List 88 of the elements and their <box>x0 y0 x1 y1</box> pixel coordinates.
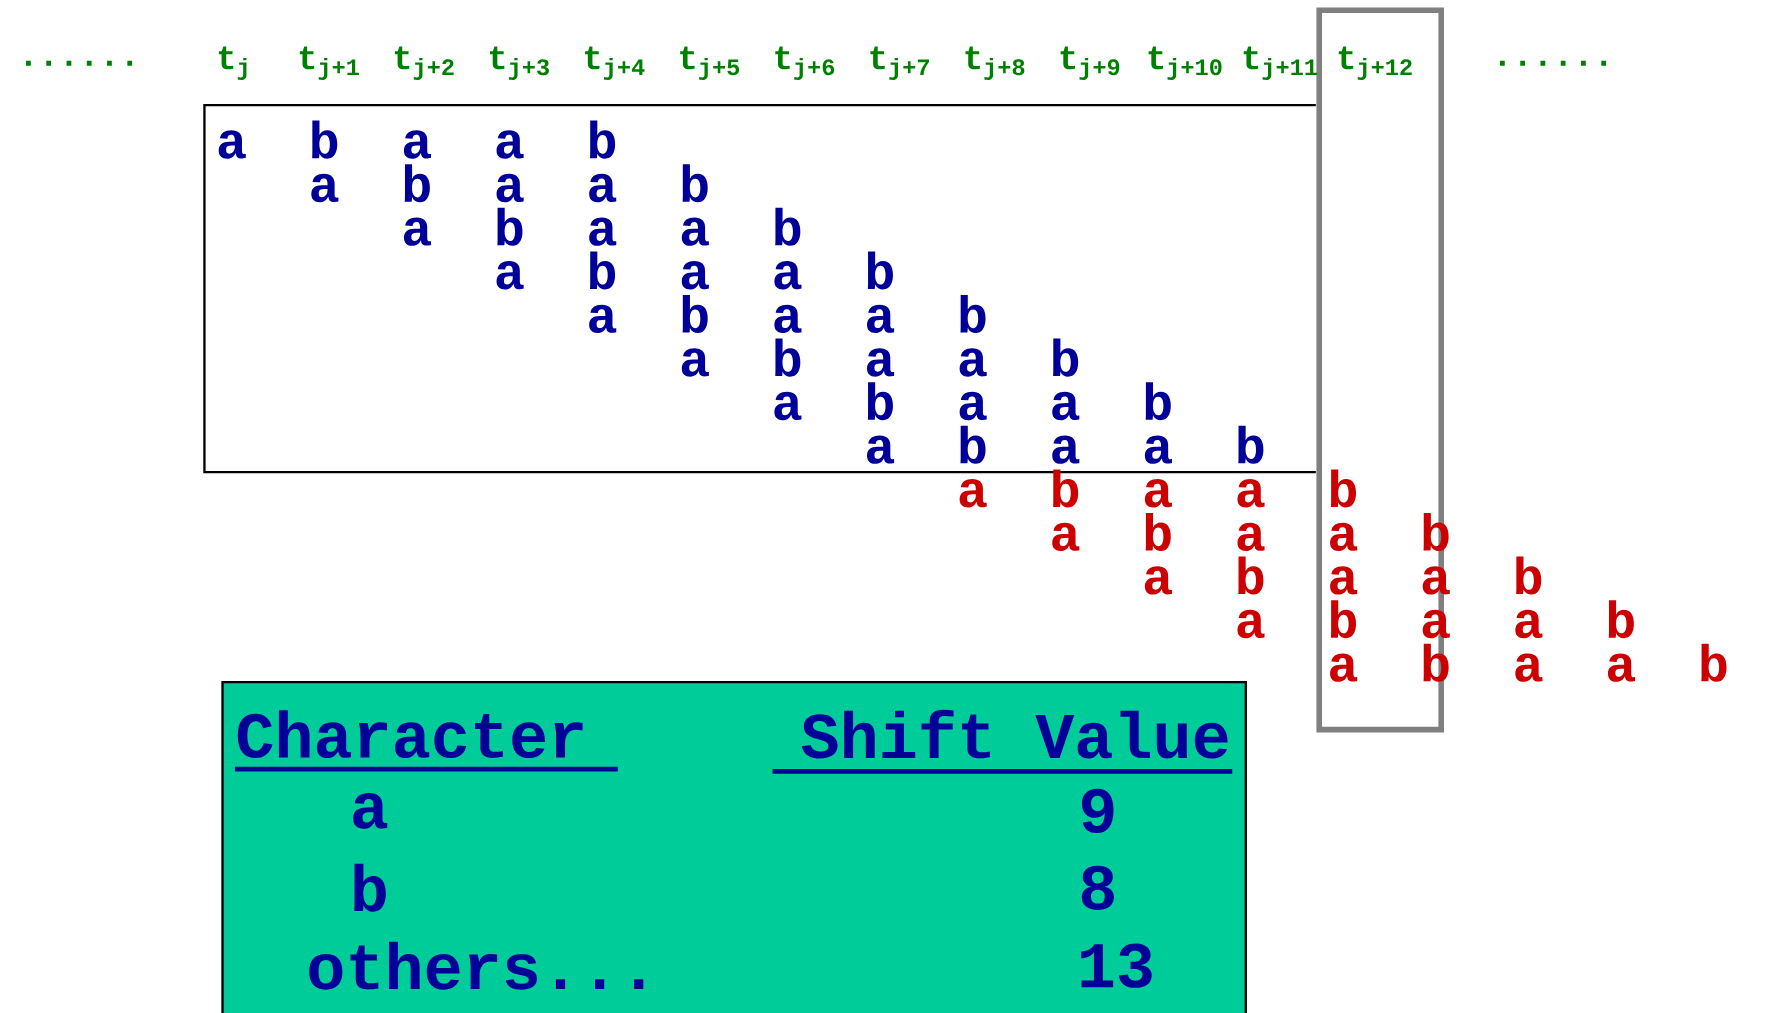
letter: b <box>1608 600 1634 639</box>
letter: a <box>1144 435 1172 464</box>
letter: a <box>589 217 617 246</box>
column-label: t$_{j+1}$ <box>299 46 359 80</box>
letter: a <box>959 391 987 421</box>
letter: a <box>1330 566 1358 595</box>
letter: a <box>496 130 524 159</box>
letter: a <box>589 304 617 333</box>
letter: a <box>867 435 895 464</box>
column-label: t$_{j}$ <box>218 46 247 80</box>
letter: b <box>590 120 616 159</box>
letter: b <box>1516 556 1542 595</box>
ellipsis: ...... <box>1500 60 1607 66</box>
letter: b <box>682 164 708 203</box>
letter: a <box>218 130 246 159</box>
letter: a <box>496 261 524 290</box>
letter: a <box>867 304 895 333</box>
letter: b <box>1423 512 1449 551</box>
letter: a <box>311 173 339 203</box>
column-label: t$_{j+10}$ <box>1148 46 1222 80</box>
column-label: t$_{j+9}$ <box>1060 46 1120 80</box>
letter: a <box>1422 566 1450 595</box>
column-label: t$_{j+12}$ <box>1338 46 1412 80</box>
letter: a <box>1515 653 1543 682</box>
letter: a <box>1052 522 1080 551</box>
letter: b <box>960 294 986 333</box>
letter: b <box>775 207 801 246</box>
letter: a <box>1237 479 1265 508</box>
letter: b <box>312 120 338 159</box>
column-label: t$_{j+4}$ <box>585 46 645 80</box>
letter: b <box>682 294 708 333</box>
character-entry: b <box>354 863 386 912</box>
letter: a <box>1330 653 1358 682</box>
character-entry: a <box>353 793 388 829</box>
table-header: Character <box>234 710 618 772</box>
letter: a <box>681 348 709 377</box>
shift-value: 13 <box>1081 943 1152 988</box>
letter: a <box>496 173 524 203</box>
letter: b <box>1330 600 1356 639</box>
letter: b <box>404 164 430 203</box>
letter: a <box>1607 653 1636 682</box>
letter: a <box>1422 609 1450 639</box>
letter: a <box>1052 391 1080 421</box>
letter: a <box>867 348 895 377</box>
column-label: t$_{j+2}$ <box>394 46 454 80</box>
letter: b <box>960 425 986 464</box>
column-label: t$_{j+3}$ <box>490 46 549 80</box>
letter: b <box>1145 382 1171 421</box>
letter: b <box>1053 469 1079 508</box>
letter: a <box>959 479 987 508</box>
column-label: t$_{j+6}$ <box>775 46 835 80</box>
letter: a <box>1144 566 1172 595</box>
shift-value: 8 <box>1081 865 1114 910</box>
letter: b <box>1238 425 1264 464</box>
column-label: t$_{j+11}$ <box>1243 46 1317 80</box>
letter: b <box>1238 556 1264 595</box>
letter: b <box>1053 338 1079 377</box>
ellipsis: ...... <box>26 60 133 66</box>
letter: a <box>681 261 709 290</box>
letter: a <box>1330 522 1358 551</box>
column-label: t$_{j+5}$ <box>680 46 740 80</box>
letter: b <box>1701 643 1727 682</box>
letter: a <box>403 217 432 246</box>
letter: a <box>1237 609 1265 639</box>
letter: a <box>589 173 617 203</box>
letter: b <box>867 382 893 421</box>
letter: a <box>1052 435 1080 464</box>
shift-value: 9 <box>1081 788 1114 833</box>
letter: b <box>1330 469 1356 508</box>
letter: b <box>775 338 801 377</box>
letter: a <box>681 217 709 246</box>
letter: a <box>959 348 987 377</box>
letter: a <box>1515 609 1543 639</box>
letter: b <box>867 251 893 290</box>
column-label: t$_{j+7}$ <box>870 46 929 80</box>
letter: b <box>1423 643 1449 682</box>
letter: b <box>590 251 616 290</box>
character-entry: others... <box>309 941 644 990</box>
letter: a <box>403 130 432 159</box>
letter: b <box>1145 512 1171 551</box>
letter: a <box>774 391 802 421</box>
letter: a <box>774 304 802 333</box>
table-header: Shift Value <box>772 709 1233 774</box>
letter: a <box>1237 522 1265 551</box>
column-label: t$_{j+8}$ <box>965 46 1025 80</box>
letter: a <box>774 261 802 290</box>
letter: a <box>1144 479 1172 508</box>
letter: b <box>497 207 523 246</box>
